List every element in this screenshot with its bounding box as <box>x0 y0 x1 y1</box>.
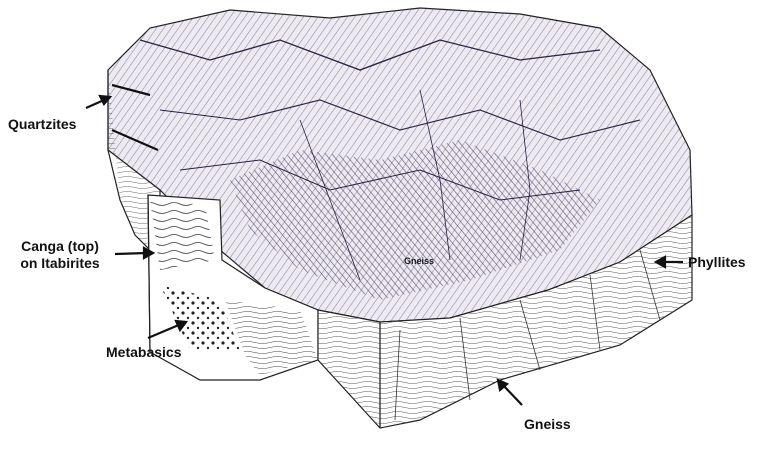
label-phyllites: Phyllites <box>688 254 746 270</box>
label-gneiss-center: Gneiss <box>404 256 434 266</box>
label-canga-line1: Canga (top) <box>2 238 118 254</box>
label-gneiss-bottom: Gneiss <box>524 416 571 432</box>
label-quartzites: Quartzites <box>8 116 76 132</box>
label-metabasics: Metabasics <box>106 344 181 360</box>
label-canga-line2: on Itabirites <box>2 255 118 271</box>
